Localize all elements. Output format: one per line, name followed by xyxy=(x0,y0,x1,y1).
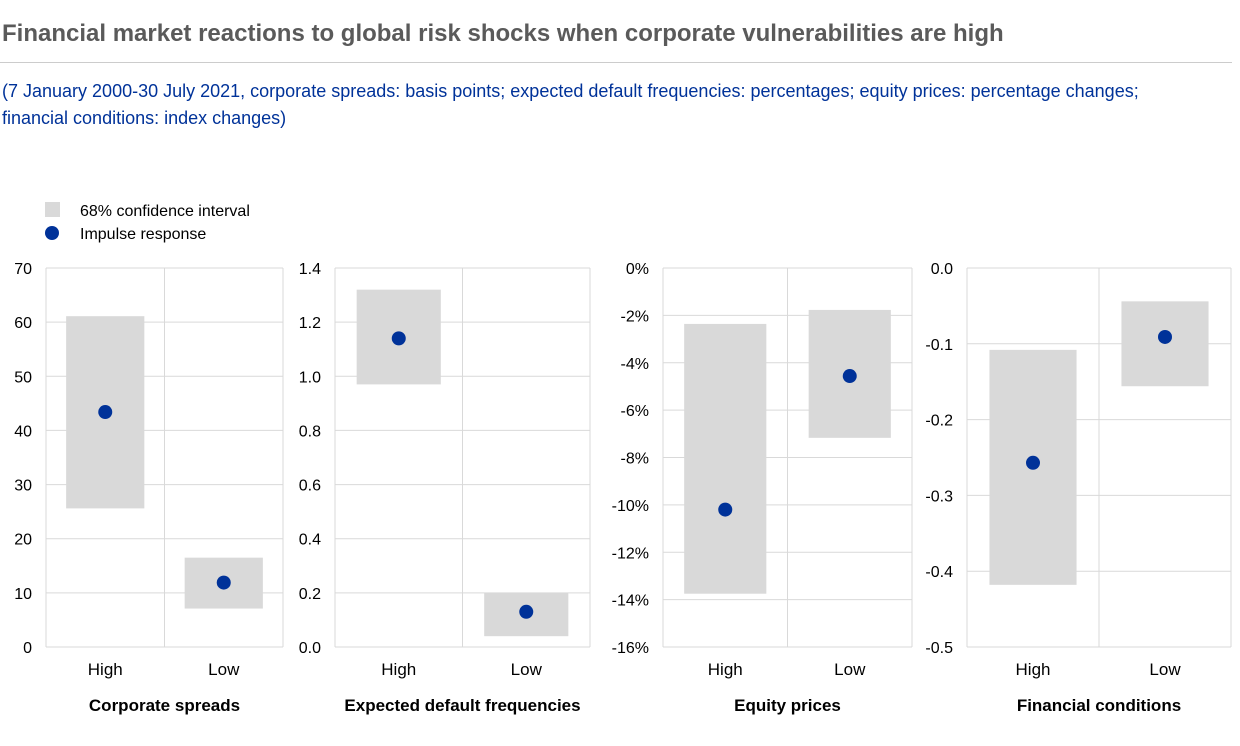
title-divider xyxy=(0,62,1232,63)
x-tick-label: Low xyxy=(511,660,543,679)
confidence-interval-high xyxy=(684,323,767,594)
y-tick-label: 1.0 xyxy=(299,369,321,386)
impulse-response-low xyxy=(519,604,534,619)
x-tick-label: Low xyxy=(834,660,866,679)
y-tick-label: 50 xyxy=(14,369,32,386)
panel-title: Financial conditions xyxy=(1017,696,1181,715)
impulse-response-high xyxy=(718,502,733,517)
y-tick-label: -0.4 xyxy=(925,564,953,581)
legend-interval-swatch xyxy=(45,202,60,217)
x-tick-label: Low xyxy=(208,660,240,679)
y-tick-label: 0.0 xyxy=(299,640,321,657)
impulse-response-high xyxy=(391,331,406,346)
x-tick-label: High xyxy=(381,660,416,679)
y-tick-label: -2% xyxy=(621,308,649,325)
legend: 68% confidence interval Impulse response xyxy=(45,202,250,243)
chart-panel-3: -16% -14% -12% -10% -8% -6% -4% -2% 0% High LowEqu… xyxy=(612,261,913,715)
y-tick-label: -14% xyxy=(612,593,649,610)
y-tick-label: -0.5 xyxy=(925,640,953,657)
y-tick-label: 30 xyxy=(14,478,32,495)
y-tick-label: -0.3 xyxy=(925,488,953,505)
y-tick-label: -10% xyxy=(612,498,649,515)
impulse-response-high xyxy=(1026,455,1040,470)
panel-title: Corporate spreads xyxy=(89,696,240,715)
panel-title: Equity prices xyxy=(734,696,841,715)
y-tick-label: 0.8 xyxy=(299,423,321,440)
x-tick-label: Low xyxy=(1149,660,1181,679)
chart-subtitle: (7 January 2000-30 July 2021, corporate … xyxy=(2,78,1232,132)
y-tick-label: -4% xyxy=(621,356,649,373)
y-tick-label: -0.1 xyxy=(925,337,953,354)
subtitle-line-2: financial conditions: index changes) xyxy=(2,108,287,128)
y-tick-label: 10 xyxy=(14,586,32,603)
legend-interval-label: 68% confidence interval xyxy=(80,203,250,220)
x-tick-label: High xyxy=(708,660,743,679)
y-tick-label: 0.4 xyxy=(299,532,321,549)
y-tick-label: 20 xyxy=(14,532,32,549)
panel-title: Expected default frequencies xyxy=(344,696,580,715)
y-tick-label: -0.2 xyxy=(925,413,953,430)
y-tick-label: 1.4 xyxy=(299,261,321,278)
y-tick-label: -12% xyxy=(612,545,649,562)
legend-point-swatch xyxy=(45,226,59,240)
impulse-response-low xyxy=(842,369,857,384)
y-tick-label: 0.2 xyxy=(299,586,321,603)
impulse-response-low xyxy=(216,575,231,590)
chart-title: Financial market reactions to global ris… xyxy=(2,20,1004,47)
x-tick-label: High xyxy=(1016,660,1051,679)
legend-point-label: Impulse response xyxy=(80,226,206,243)
x-tick-label: High xyxy=(88,660,123,679)
y-tick-label: 1.2 xyxy=(299,315,321,332)
subtitle-line-1: (7 January 2000-30 July 2021, corporate … xyxy=(2,81,1139,101)
y-tick-label: 60 xyxy=(14,315,32,332)
y-tick-label: 70 xyxy=(14,261,32,278)
y-tick-label: 40 xyxy=(14,423,32,440)
y-tick-label: -8% xyxy=(621,451,649,468)
y-tick-label: 0 xyxy=(23,640,32,657)
impulse-response-low xyxy=(1158,329,1172,344)
y-tick-label: -16% xyxy=(612,640,649,657)
y-tick-label: -6% xyxy=(621,403,649,420)
y-tick-label: 0.6 xyxy=(299,478,321,495)
impulse-response-high xyxy=(98,405,113,420)
y-tick-label: 0% xyxy=(626,261,649,278)
y-tick-label: 0.0 xyxy=(931,261,953,278)
